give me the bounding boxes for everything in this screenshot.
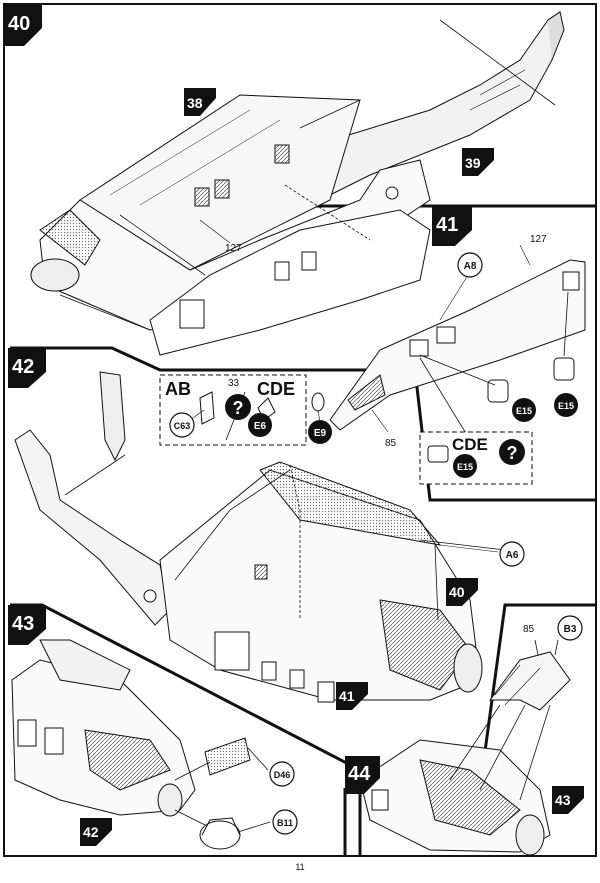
callout-e9 bbox=[308, 420, 332, 444]
helicopter-step42 bbox=[14, 371, 483, 703]
svg-text:39: 39 bbox=[465, 155, 481, 171]
callout-c63 bbox=[169, 412, 195, 438]
guide-lines-step42 bbox=[64, 454, 506, 621]
part-numbers: 127 127 33 85 85 bbox=[199, 219, 547, 635]
variant-box-2: ? CDE bbox=[419, 431, 533, 485]
part-callouts: A8 A6 B3 C63 D46 B11 E6 E9 E15 E15 E15 bbox=[169, 252, 583, 835]
variant-label-cde: CDE bbox=[257, 379, 295, 399]
svg-text:44: 44 bbox=[348, 763, 371, 785]
svg-text:43: 43 bbox=[12, 613, 34, 635]
svg-text:E9: E9 bbox=[314, 428, 327, 439]
svg-text:40: 40 bbox=[449, 584, 465, 600]
svg-text:B11: B11 bbox=[277, 818, 293, 828]
step-ref-40 bbox=[446, 578, 478, 606]
step-ref-38 bbox=[184, 88, 216, 116]
part-number-85-b: 85 bbox=[523, 624, 535, 635]
variant-question-2: ? bbox=[507, 443, 518, 463]
variant-label-ab: AB bbox=[165, 379, 191, 399]
helicopter-fuselage-step40 bbox=[30, 10, 565, 356]
step-ref-43 bbox=[552, 786, 584, 814]
callout-e15-a bbox=[512, 398, 536, 422]
step-badges: 40 41 42 43 44 bbox=[4, 4, 472, 794]
svg-text:E15: E15 bbox=[558, 401, 574, 411]
guide-lines-step41 bbox=[419, 291, 569, 441]
svg-text:41: 41 bbox=[339, 688, 355, 704]
svg-text:A6: A6 bbox=[506, 550, 519, 561]
callout-a6 bbox=[499, 541, 525, 567]
callout-b11 bbox=[272, 809, 298, 835]
helicopter-nose-step44 bbox=[359, 651, 571, 856]
callout-b3 bbox=[557, 615, 583, 641]
callout-d46 bbox=[269, 761, 295, 787]
variant-question-1: ? bbox=[233, 398, 244, 418]
step-badge-44 bbox=[345, 756, 380, 794]
svg-text:38: 38 bbox=[187, 95, 203, 111]
step-ref-42 bbox=[80, 818, 112, 846]
step-badge-43 bbox=[8, 605, 46, 645]
svg-text:42: 42 bbox=[83, 824, 99, 840]
svg-text:E15: E15 bbox=[457, 462, 473, 472]
helicopter-side-step41 bbox=[311, 259, 586, 431]
svg-text:B3: B3 bbox=[564, 624, 577, 635]
callout-e15-c bbox=[453, 454, 477, 478]
page-number: 11 bbox=[295, 862, 305, 872]
helicopter-nose-step43 bbox=[11, 639, 251, 850]
svg-text:42: 42 bbox=[12, 356, 34, 378]
step-badge-42 bbox=[8, 348, 46, 388]
part-number-127-a: 127 bbox=[225, 243, 242, 254]
svg-text:41: 41 bbox=[436, 214, 458, 236]
panel-border-40-42 bbox=[10, 346, 596, 502]
svg-text:E15: E15 bbox=[516, 406, 532, 416]
svg-text:A8: A8 bbox=[464, 261, 477, 272]
callout-e6 bbox=[248, 413, 272, 437]
part-number-33: 33 bbox=[228, 378, 240, 389]
step-badge-41 bbox=[432, 206, 472, 246]
guide-lines-step43 bbox=[174, 747, 271, 833]
variant-label-cde-2: CDE bbox=[452, 435, 488, 454]
guide-lines-step40 bbox=[59, 19, 556, 331]
part-number-85-a: 85 bbox=[385, 438, 397, 449]
callout-e15-b bbox=[554, 393, 578, 417]
callout-a8 bbox=[457, 252, 483, 278]
svg-text:D46: D46 bbox=[274, 770, 291, 780]
page-frame bbox=[3, 3, 597, 857]
step-references: 38 39 40 41 42 43 bbox=[80, 88, 584, 846]
step-ref-39 bbox=[462, 148, 494, 176]
svg-text:40: 40 bbox=[8, 13, 30, 35]
step-badge-40 bbox=[4, 4, 42, 46]
svg-text:C63: C63 bbox=[174, 421, 191, 431]
guide-lines-step44 bbox=[449, 639, 559, 801]
part-number-127-b: 127 bbox=[530, 234, 547, 245]
svg-text:E6: E6 bbox=[254, 421, 267, 432]
step-ref-41 bbox=[336, 682, 368, 710]
svg-text:43: 43 bbox=[555, 792, 571, 808]
